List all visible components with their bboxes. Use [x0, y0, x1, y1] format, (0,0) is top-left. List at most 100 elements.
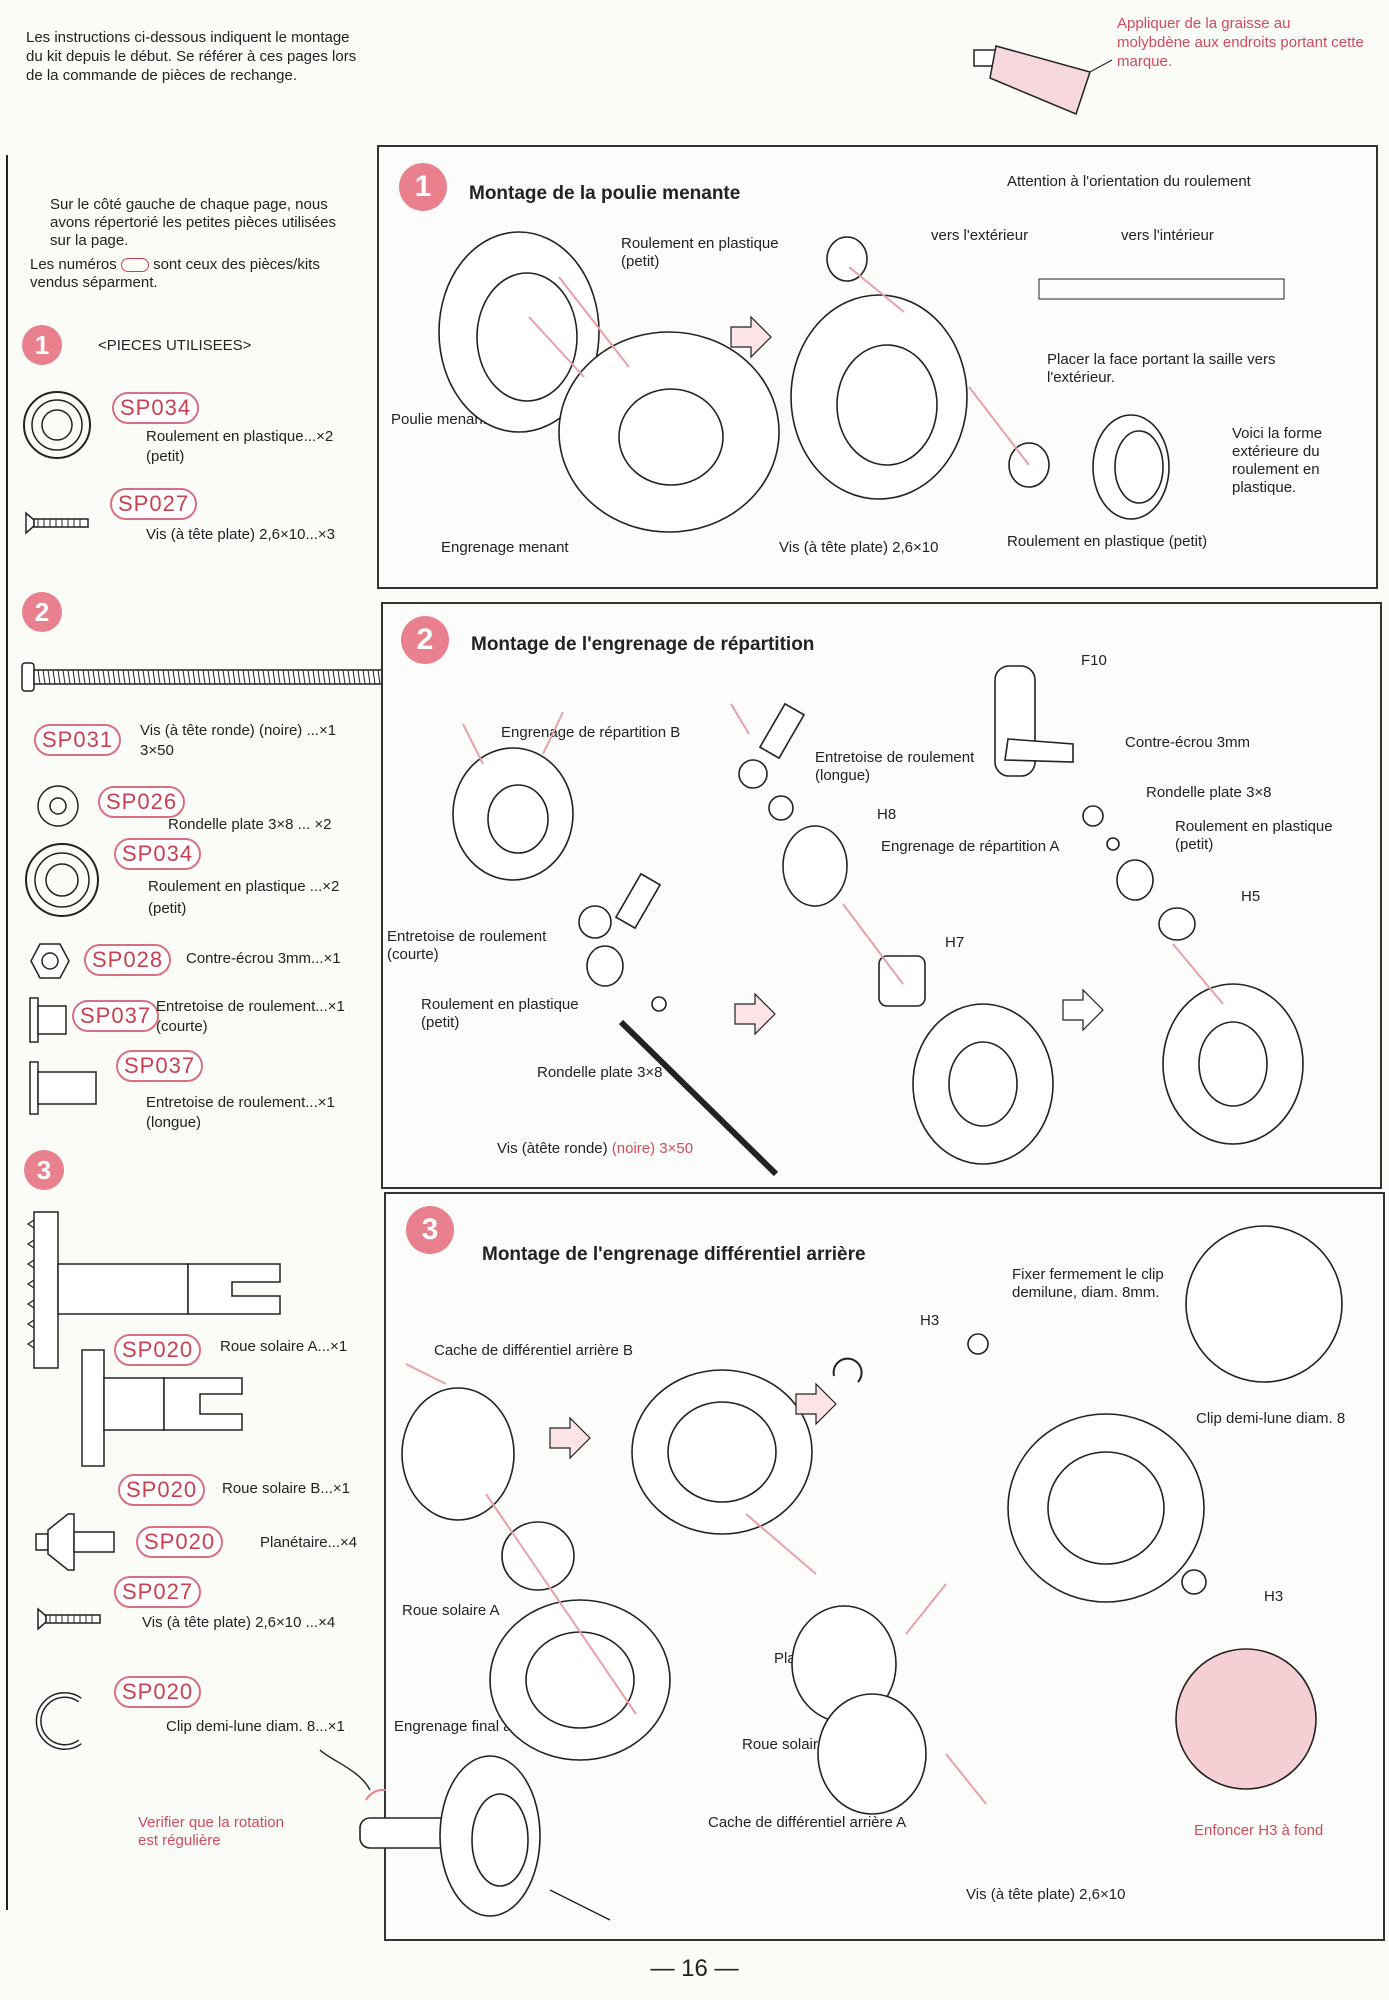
diff-cover-a-icon [817, 1693, 927, 1815]
washer-icon [651, 996, 667, 1012]
bearing-attention: Attention à l'orientation du roulement [1007, 173, 1251, 190]
diff-cover-b-icon [401, 1387, 515, 1521]
label-h7: H7 [945, 934, 965, 951]
label-gear: Engrenage menant [441, 539, 569, 556]
parts-step2-num: 2 [22, 592, 62, 632]
h5-part-icon [1158, 907, 1196, 941]
intro-text: Les instructions ci-dessous indiquent le… [26, 29, 357, 84]
screw-prefix: Vis (àtête ronde) [497, 1140, 608, 1157]
part-desc2: (courte) [156, 1018, 208, 1035]
hand-icon [319, 1749, 371, 1791]
part-code: SP034 [114, 838, 202, 870]
parts-note-1: Sur le côté gauche de chaque page, nous … [50, 196, 336, 249]
label-h3-bottom: H3 [1264, 1588, 1284, 1605]
step2-title: Montage de l'engrenage de répartition [471, 634, 815, 655]
part-desc: Clip demi-lune diam. 8...×1 [166, 1718, 345, 1735]
step3-diagram [401, 1225, 1343, 1815]
bearing-shape-note: Voici la forme extérieure du roulement e… [1232, 425, 1323, 496]
label-spacer-long: Entretoise de roulement (longue) [815, 749, 975, 784]
step-arrow-icon [1062, 988, 1104, 1032]
part-code: SP037 [72, 1000, 160, 1032]
flat-screw-icon [37, 1607, 101, 1631]
part-code: SP020 [136, 1526, 224, 1558]
step-arrow-icon [730, 315, 772, 359]
step1-diagram [438, 231, 1285, 533]
step3-panel: 3 Montage de l'engrenage différentiel ar… [384, 1192, 1385, 1941]
part-desc: Rondelle plate 3×8 ... ×2 [168, 816, 332, 833]
label-cover-a: Cache de différentiel arrière A [708, 1814, 907, 1831]
parts-step3-num: 3 [24, 1150, 64, 1190]
part-code: SP020 [118, 1474, 206, 1506]
label-washer-left: Rondelle plate 3×8 [537, 1064, 663, 1081]
label-nut: Contre-écrou 3mm [1125, 734, 1251, 751]
part-desc: Entretoise de roulement...×1 [146, 1094, 335, 1111]
part-desc2: (petit) [148, 900, 187, 917]
parts-note-2-b: sont ceux des pièces/kits vendus séparme… [30, 256, 320, 291]
label-sun-b: Roue solaire B [742, 1736, 841, 1753]
part-desc: Vis (à tête plate) 2,6×10...×3 [146, 526, 336, 543]
long-screw-icon [21, 662, 390, 692]
part-desc: Entretoise de roulement...×1 [156, 998, 345, 1015]
label-cover-b: Cache de différentiel arrière B [434, 1342, 633, 1359]
flat-screw-icon [25, 511, 89, 535]
part-desc: Vis (à tête ronde) (noire) ...×1 [140, 722, 337, 739]
hand-icon [549, 1889, 611, 1921]
short-spacer-icon [29, 997, 67, 1043]
label-h3-top: H3 [920, 1312, 940, 1329]
label-check-rotation: Verifier que la rotation est régulière [138, 1814, 284, 1849]
label-pulley: Poulie menante [391, 411, 496, 428]
sun-gear-a-icon [501, 1521, 575, 1591]
h3-detail-circle [1175, 1648, 1317, 1790]
h3-cap-icon [967, 1333, 989, 1355]
sun-gear-a-icon [26, 1211, 281, 1369]
part-code: SP031 [34, 724, 122, 756]
parts-note-2: Les numéros sont ceux des pièces/kits ve… [30, 256, 360, 292]
grease-tube-icon [614, 872, 662, 930]
nut-icon [30, 943, 70, 979]
step1-title: Montage de la poulie menante [469, 183, 741, 204]
parts-note: Sur le côté gauche de chaque page, nous … [30, 196, 360, 292]
label-gear-a: Engrenage de répartition A [881, 838, 1060, 855]
sun-gear-b-icon [81, 1349, 243, 1467]
label-bearing-right: Roulement en plastique (petit) [1175, 818, 1333, 853]
parts-note-2-a: Les numéros [30, 256, 117, 273]
part-code: SP037 [116, 1050, 204, 1082]
h3-cap-icon [1181, 1569, 1207, 1595]
clip-detail-circle [1185, 1225, 1343, 1383]
h7-part-icon [878, 955, 926, 1007]
spacer-icon [578, 905, 612, 939]
label-outside: vers l'extérieur [931, 227, 1029, 244]
step3-number: 3 [406, 1206, 454, 1254]
part-code: SP026 [98, 786, 186, 818]
orientation-shaft [1038, 278, 1285, 300]
label-bearing-bottom: Roulement en plastique (petit) [1007, 533, 1208, 550]
part-desc: Roue solaire A...×1 [220, 1338, 348, 1355]
label-h8: H8 [877, 806, 897, 823]
split-gear-a-icon [782, 825, 848, 907]
long-spacer-icon [29, 1061, 97, 1115]
parts-step1-num: 1 [22, 325, 62, 365]
spacer-icon [738, 759, 768, 789]
part-desc: Planétaire...×4 [260, 1534, 358, 1551]
label-washer-right: Rondelle plate 3×8 [1146, 784, 1272, 801]
bearing-icon [1116, 859, 1154, 901]
label-inside: vers l'intérieur [1121, 227, 1214, 244]
label-push-h3: Enfoncer H3 à fond [1194, 1822, 1324, 1839]
part-code: SP020 [114, 1334, 202, 1366]
parts-heading: <PIECES UTILISEES> [98, 337, 252, 354]
label-bearing-left: Roulement en plastique (petit) [421, 996, 579, 1031]
washer-icon [1106, 837, 1120, 851]
grease-tube-icon [758, 702, 806, 760]
label-sun-a: Roue solaire A [402, 1602, 500, 1619]
face-note: Placer la face portant la saille vers l'… [1047, 351, 1276, 386]
step2-number: 2 [401, 616, 449, 664]
label-screw: Vis (à tête plate) 2,6×10 [779, 539, 939, 556]
part-desc2: (longue) [146, 1114, 202, 1131]
step1-number: 1 [399, 163, 447, 211]
part-desc: Roulement en plastique ...×2 [148, 878, 340, 895]
label-h5: H5 [1241, 888, 1261, 905]
rotation-arrow-icon [365, 1788, 387, 1801]
bearing-icon [826, 236, 868, 282]
bearing-icon [586, 945, 624, 987]
washer-icon [37, 785, 79, 827]
